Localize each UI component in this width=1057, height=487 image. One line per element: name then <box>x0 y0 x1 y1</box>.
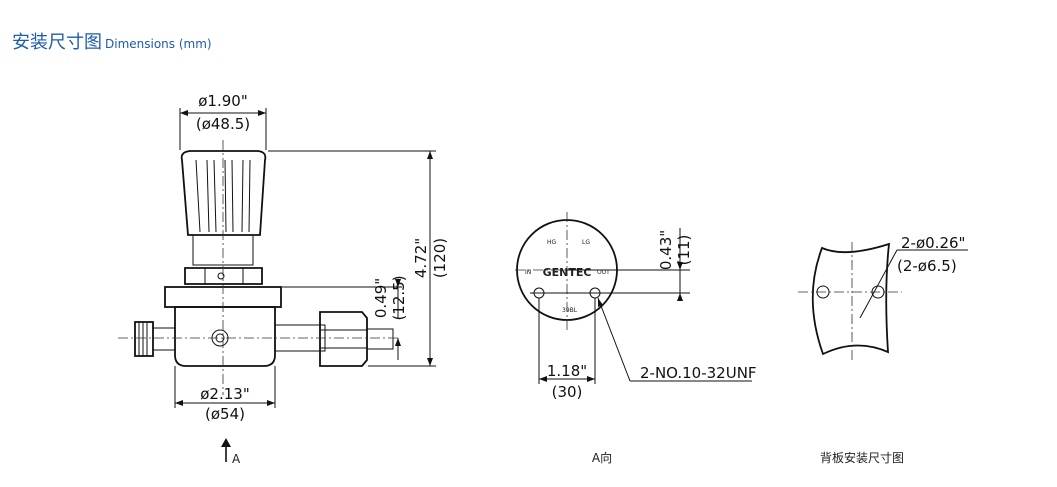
offset-mm: (12.5) <box>390 275 408 320</box>
page-title-en: Dimensions (mm) <box>105 37 212 51</box>
panel-hole-right <box>871 285 885 299</box>
knob-outline <box>180 150 267 236</box>
spacing-mm: (30) <box>552 383 583 401</box>
a-view-spacing-dimension: 1.18" (30) <box>538 298 596 401</box>
inlet-fitting <box>134 321 154 357</box>
top-diameter-dimension: ø1.90" (ø48.5) <box>179 92 267 150</box>
label-hg: HG <box>547 239 557 246</box>
top-diameter-mm: (ø48.5) <box>196 115 250 133</box>
offset-in: 0.49" <box>372 278 390 318</box>
a-view-caption: A向 <box>592 450 612 465</box>
bottom-diameter-in: ø2.13" <box>200 385 249 403</box>
regulator-body <box>174 306 276 367</box>
hole-in: 2-ø0.26" <box>901 234 965 252</box>
view-a-marker: A <box>221 438 241 466</box>
panel-hole-left <box>816 285 830 299</box>
label-in: IN <box>525 269 531 276</box>
label-bottom: 39BL <box>562 307 578 314</box>
a-view-face: HG LG IN OUT GENTEC 39BL <box>515 212 690 330</box>
height-dimension: 4.72" (120) <box>268 150 449 367</box>
spacing-in: 1.18" <box>547 362 587 380</box>
bonnet-nut <box>184 267 263 285</box>
top-diameter-in: ø1.90" <box>198 92 247 110</box>
outlet-nut <box>319 311 368 367</box>
bottom-diameter-mm: (ø54) <box>205 405 245 423</box>
height-in: 4.72" <box>412 238 430 278</box>
view-marker-label: A <box>232 452 241 466</box>
panel-cutout-view: 2-ø0.26" (2-ø6.5) <box>798 234 968 360</box>
thread-callout: 2-NO.10-32UNF <box>597 297 757 382</box>
label-out: OUT <box>597 269 610 276</box>
vertical-in: 0.43" <box>657 230 675 270</box>
regulator-front-view <box>118 140 398 395</box>
knob-grip-ridges <box>195 159 251 233</box>
panel-view-caption: 背板安装尺寸图 <box>820 450 904 465</box>
vertical-mm: (11) <box>675 235 693 266</box>
thread-callout-text: 2-NO.10-32UNF <box>640 364 757 382</box>
brand-logo: GENTEC <box>543 266 592 279</box>
bottom-diameter-dimension: ø2.13" (ø54) <box>174 366 276 423</box>
hole-mm: (2-ø6.5) <box>897 257 957 275</box>
offset-dimension: 0.49" (12.5) <box>282 275 408 360</box>
height-mm: (120) <box>431 238 449 278</box>
a-view-vertical-dimension: 0.43" (11) <box>567 228 693 301</box>
panel-outline <box>811 242 891 356</box>
label-lg: LG <box>582 239 590 246</box>
page-title-cn: 安装尺寸图 <box>12 32 102 53</box>
